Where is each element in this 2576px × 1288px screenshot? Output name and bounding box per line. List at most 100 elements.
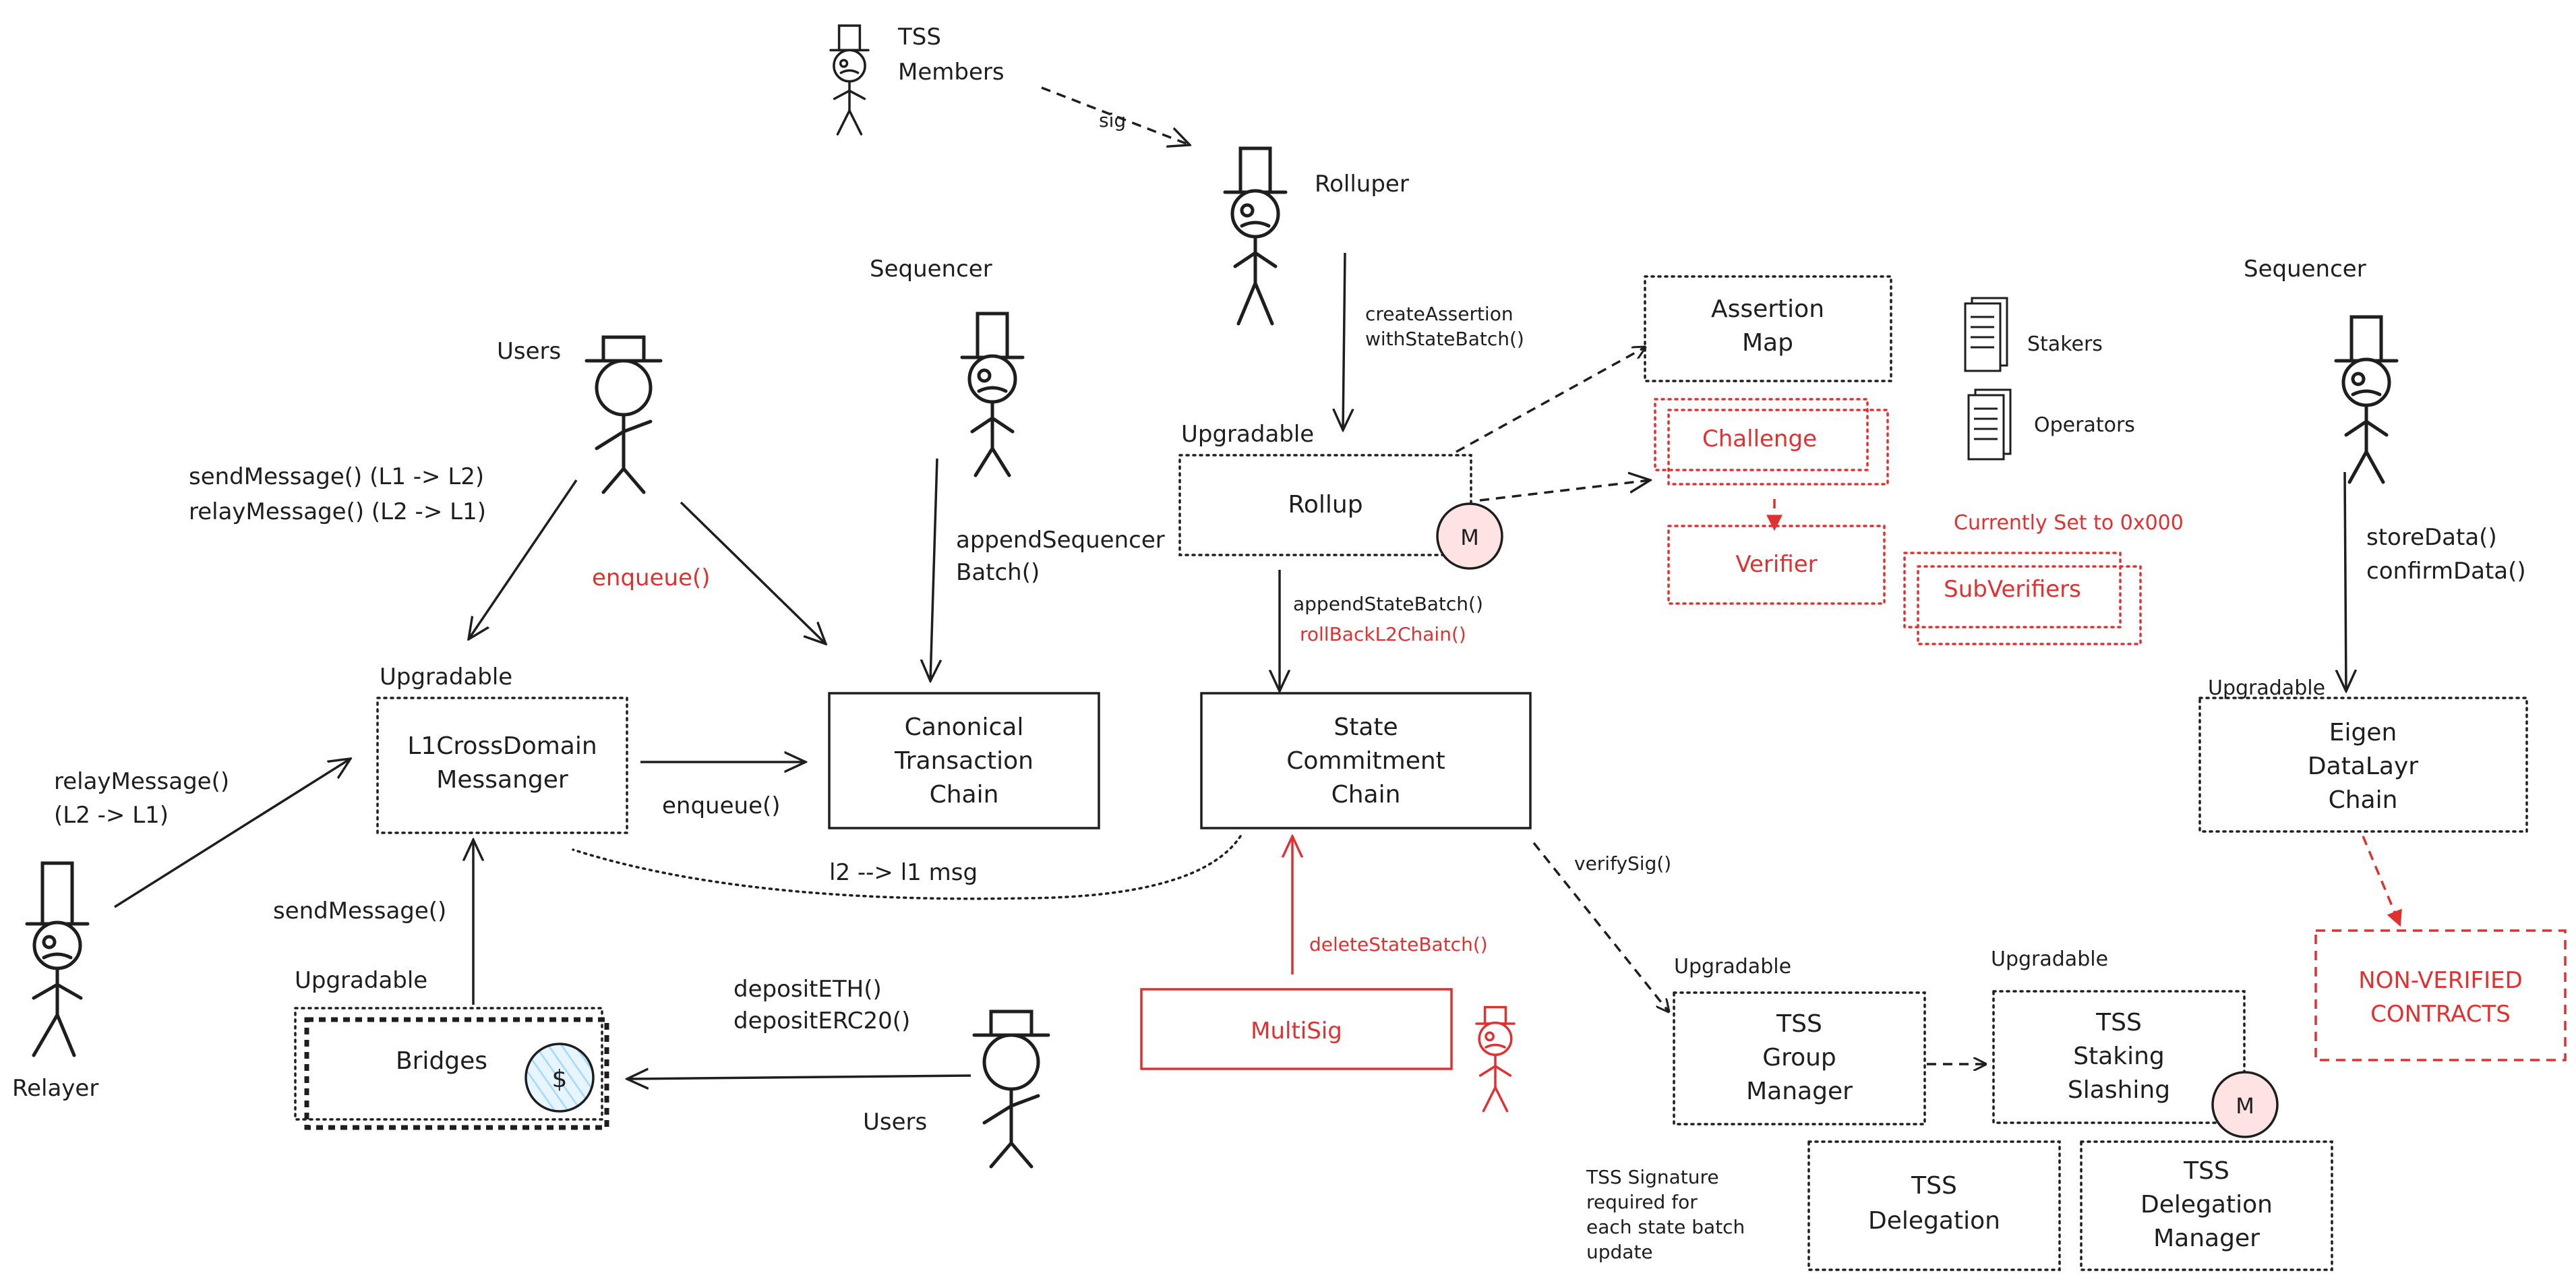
store-data-label: storeData() [2366, 524, 2497, 551]
box-title-line: Chain [930, 781, 999, 809]
box-title-line: L1CrossDomain [407, 732, 597, 760]
deposit-eth-label: depositETH() [733, 976, 882, 1003]
send-message-bridges-label: sendMessage() [273, 898, 446, 925]
box-title: Rollup [1288, 491, 1362, 519]
box-title-line: TSS [2095, 1009, 2142, 1036]
box-title-line: TSS [1776, 1010, 1822, 1038]
users-to-bridges-arrow [627, 1076, 971, 1079]
box-title: Verifier [1735, 551, 1817, 578]
dollar-badge-icon [525, 1043, 595, 1113]
confirm-data-label: confirmData() [2366, 558, 2526, 585]
document-stack-icon [1967, 388, 2012, 461]
sequencer-right-label: Sequencer [2244, 256, 2366, 283]
verify-sig-label: verifySig() [1574, 852, 1671, 875]
relayer-actor: Relayer [12, 861, 98, 1102]
send-message-label: sendMessage() (L1 -> L2) [189, 463, 484, 490]
enqueue-label: enqueue() [662, 792, 781, 819]
users-to-messenger-arrow [469, 479, 578, 639]
eigen-datalayr-chain-box: Upgradable Eigen DataLayr Chain [2198, 676, 2528, 833]
tss-members-label-2: Members [898, 59, 1005, 86]
box-title-line: TSS [2183, 1157, 2229, 1185]
stick-figure-icon [25, 861, 90, 1057]
box-title-line: NON-VERIFIED [2358, 967, 2523, 994]
stick-figure-icon [960, 312, 1025, 477]
currently-set-label: Currently Set to 0x000 [1954, 511, 2184, 535]
subverifiers-box: SubVerifiers [1903, 552, 2142, 645]
users-top-label: Users [497, 338, 561, 365]
relayer-to-messenger-arrow [114, 759, 351, 908]
document-stack-icon [1964, 297, 2008, 372]
box-title-line: Eigen [2329, 719, 2397, 747]
rolluper-label: Rolluper [1315, 171, 1409, 198]
upgradable-tag: Upgradable [380, 664, 512, 691]
box-title: MultiSig [1251, 1018, 1342, 1045]
box-title-line: Delegation [2140, 1191, 2273, 1219]
verify-sig-arrow [1532, 842, 1669, 1012]
state-commitment-chain-box: State Commitment Chain [1200, 692, 1532, 829]
relayer-label: Relayer [12, 1075, 98, 1102]
box-title-line: Map [1742, 329, 1793, 357]
box-title-line: Transaction [894, 747, 1034, 775]
multisig-box: MultiSig [1140, 988, 1453, 1070]
box-title-line: DataLayr [2308, 753, 2418, 780]
verifier-box: Verifier [1667, 525, 1886, 605]
stick-figure-icon [585, 335, 663, 494]
stick-figure-icon [972, 1009, 1050, 1169]
users-bottom-label: Users [863, 1109, 927, 1136]
box-title-line: Chain [1331, 781, 1401, 809]
box-title-line: Canonical [905, 713, 1024, 741]
rollup-assertion-arrow [1456, 347, 1645, 453]
tss-note: TSS Signature required for each state ba… [1586, 1166, 1745, 1263]
upgradeable-badge-icon [2211, 1071, 2279, 1138]
sequencer-mid-label: Sequencer [870, 256, 992, 283]
users-bottom-actor: Users [863, 1009, 1050, 1169]
challenge-box: Challenge [1654, 398, 1889, 486]
badge-text: M [2236, 1093, 2254, 1119]
box-title-line: Staking [2073, 1043, 2165, 1070]
tss-note-line: each state batch [1586, 1216, 1745, 1238]
tss-note-line: update [1586, 1241, 1653, 1263]
box-title-line: Group [1762, 1044, 1836, 1072]
box-title-line: Assertion [1711, 295, 1824, 323]
tss-members-actor: TSS Members [829, 24, 1005, 136]
box-title-line: Manager [2153, 1225, 2260, 1252]
append-sequencer-label-2: Batch() [956, 559, 1040, 586]
sig-label: sig [1099, 109, 1126, 131]
eigen-to-non-verified-arrow [2362, 836, 2402, 927]
bridges-box: Upgradable Bridges $ [294, 967, 609, 1130]
l1-cross-domain-messenger-box: Upgradable L1CrossDomain Messanger [376, 664, 628, 834]
sequencer-mid-actor: Sequencer [870, 256, 1025, 477]
create-assertion-label-2: withStateBatch() [1365, 328, 1524, 350]
operators-label: Operators [2034, 413, 2135, 437]
append-sequencer-label-1: appendSequencer [956, 527, 1165, 554]
sequencer-right-actor: Sequencer [2244, 256, 2399, 484]
tss-delegation-box: TSS Delegation [1807, 1140, 2061, 1271]
upgradeable-badge-icon [1436, 502, 1503, 570]
users-to-ctc-arrow [680, 501, 826, 644]
assertion-map-box: Assertion Map [1644, 275, 1892, 382]
box-title-line: Chain [2329, 786, 2398, 814]
box-title-line: Messanger [436, 766, 568, 794]
rollup-box: Upgradable Rollup M [1178, 421, 1503, 570]
stakers-label: Stakers [2027, 332, 2103, 356]
stick-figure-icon [829, 24, 870, 136]
users-top-actor: Users [497, 335, 663, 494]
rollback-label: rollBackL2Chain() [1300, 623, 1466, 645]
operators-doc: Operators [1967, 388, 2135, 461]
upgradable-tag: Upgradable [1181, 421, 1314, 448]
tss-note-line: required for [1586, 1191, 1698, 1213]
badge-text: M [1460, 525, 1479, 550]
tss-delegation-manager-box: TSS Delegation Manager [2080, 1140, 2333, 1271]
upgradable-tag: Upgradable [1991, 947, 2108, 971]
non-verified-contracts-box: NON-VERIFIED CONTRACTS [2314, 929, 2567, 1061]
relay-message-relayer-label-1: relayMessage() [54, 768, 229, 795]
relay-message-relayer-label-2: (L2 -> L1) [54, 802, 169, 829]
stakers-doc: Stakers [1964, 297, 2103, 372]
upgradable-tag: Upgradable [295, 967, 427, 994]
delete-state-batch-label: deleteStateBatch() [1309, 933, 1488, 956]
create-assertion-arrow [1343, 252, 1345, 430]
box-title-line: TSS [1911, 1172, 1957, 1200]
append-sequencer-batch-arrow [930, 458, 937, 681]
store-data-arrow [2345, 471, 2346, 691]
rolluper-actor: Rolluper [1223, 146, 1409, 326]
